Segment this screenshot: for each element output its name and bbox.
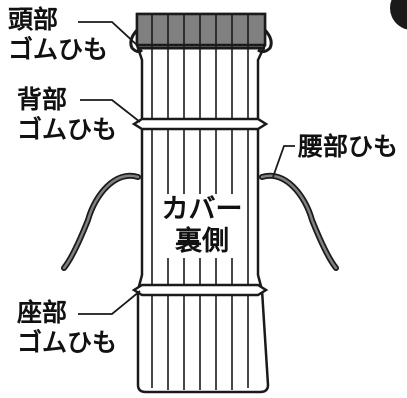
back-elastic: [131, 117, 269, 131]
label-waist-string: 腰部ひも: [298, 132, 399, 161]
waist-string-left: [61, 172, 141, 271]
head-band: [135, 12, 267, 47]
waist-string-right-inner: [260, 174, 338, 270]
seat-elastic: [131, 283, 269, 297]
label-seat-elastic: 座部 ゴムひも: [17, 298, 118, 357]
head-elastic-left: [129, 28, 144, 54]
label-back-elastic: 背部 ゴムひも: [17, 85, 118, 144]
leader-back: [80, 99, 141, 123]
label-cover-back: カバー 裏側: [158, 194, 246, 258]
leader-head: [78, 21, 139, 47]
waist-string-right: [259, 172, 339, 271]
corner-marker-icon: [390, 0, 407, 30]
leader-waist: [272, 145, 295, 178]
waist-string-left-inner: [62, 174, 140, 270]
head-elastic-right: [257, 28, 273, 54]
leader-seat: [78, 290, 141, 315]
label-head-elastic: 頭部 ゴムひも: [8, 5, 109, 64]
